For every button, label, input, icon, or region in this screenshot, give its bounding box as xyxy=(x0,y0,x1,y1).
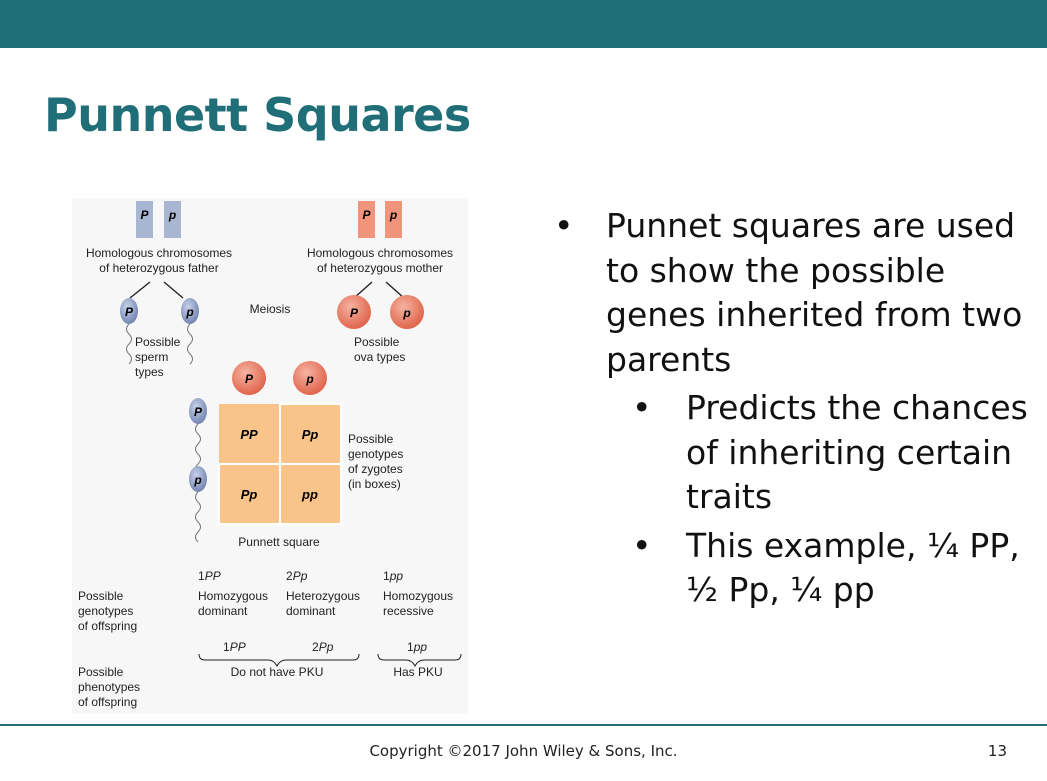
has-pku-label: Has PKU xyxy=(393,665,442,679)
genotype-col-2-ratio: 2Pp xyxy=(286,569,308,583)
father-label-2: of heterozygous father xyxy=(99,261,218,275)
pheno-count-1: 1PP xyxy=(223,640,246,654)
bullet-dot-icon: • xyxy=(632,525,652,565)
top-banner xyxy=(0,0,1047,48)
father-label-1: Homologous chromosomes xyxy=(86,246,232,260)
has-pku-brace xyxy=(377,653,462,668)
grid-sperm-2: p xyxy=(189,466,207,543)
page-number: 13 xyxy=(987,742,1007,760)
sperm-label-1: Possible xyxy=(135,335,181,349)
punnett-square-figure: P p Homologous chromosomes of heterozygo… xyxy=(72,198,468,714)
zygote-label-3: of zygotes xyxy=(348,462,403,476)
phenotypes-row-label-1: Possible xyxy=(78,665,124,679)
cell-genotype-4: pp xyxy=(301,487,318,502)
bullet-dot-icon: • xyxy=(632,388,652,427)
mother-label-1: Homologous chromosomes xyxy=(307,246,453,260)
cell-genotype-2: Pp xyxy=(302,427,319,442)
sub-bullet-item-2: • This example, ¼ PP, ½ Pp, ¼ pp xyxy=(550,524,1030,613)
no-pku-brace xyxy=(198,653,360,668)
genotype-col-3-line2: recessive xyxy=(383,604,434,618)
mother-label-2: of heterozygous mother xyxy=(317,261,443,275)
genotypes-row-label-1: Possible xyxy=(78,589,124,603)
meiosis-label: Meiosis xyxy=(250,302,291,316)
zygote-label-4: (in boxes) xyxy=(348,477,401,491)
punnett-square-label: Punnett square xyxy=(238,535,320,549)
sperm-label-2: sperm xyxy=(135,350,168,364)
genotype-col-1-ratio: 1PP xyxy=(198,569,221,583)
punnett-cell-1 xyxy=(219,404,280,464)
meiosis-branch-lines xyxy=(129,281,405,299)
genotype-col-2-line1: Heterozygous xyxy=(286,589,360,603)
cell-genotype-1: PP xyxy=(240,427,258,442)
father-chromosome-1 xyxy=(136,201,153,238)
zygote-label-2: genotypes xyxy=(348,447,403,461)
slide-title: Punnett Squares xyxy=(44,88,471,142)
pheno-count-2: 2Pp xyxy=(312,640,334,654)
copyright-text: Copyright ©2017 John Wiley & Sons, Inc. xyxy=(369,742,678,760)
father-allele-1: P xyxy=(140,208,149,222)
genotype-col-2-line2: dominant xyxy=(286,604,336,618)
bullet-text-3: This example, ¼ PP, ½ Pp, ¼ pp xyxy=(686,525,1020,610)
sperm-type-1: P xyxy=(120,298,138,365)
grid-ova-allele-1: P xyxy=(245,372,254,386)
sub-bullet-item-1: • Predicts the chances of inheriting cer… xyxy=(550,386,1030,520)
mother-allele-2: p xyxy=(389,208,397,222)
ova-allele-1: P xyxy=(350,306,359,320)
mother-chromosome-2 xyxy=(385,201,402,238)
mother-allele-1: P xyxy=(362,208,371,222)
phenotypes-row-label-2: phenotypes xyxy=(78,680,140,694)
figure-svg: P p Homologous chromosomes of heterozygo… xyxy=(78,201,462,709)
ova-label-1: Possible xyxy=(354,335,400,349)
ova-label-2: ova types xyxy=(354,350,405,364)
sperm-allele-2: p xyxy=(185,305,193,319)
cell-genotype-3: Pp xyxy=(241,487,258,502)
bullet-text-1: Punnet squares are used to show the poss… xyxy=(606,206,1023,379)
punnett-grid: PP Pp Pp pp xyxy=(218,403,342,525)
ova-allele-2: p xyxy=(402,306,410,320)
sperm-type-2: p xyxy=(181,298,199,365)
bullet-text-2: Predicts the chances of inheriting certa… xyxy=(686,388,1028,516)
genotype-col-1-line2: dominant xyxy=(198,604,248,618)
ovum-type-2: p xyxy=(390,295,424,329)
grid-ova-allele-2: p xyxy=(305,372,313,386)
pheno-count-3: 1pp xyxy=(407,640,427,654)
sperm-label-3: types xyxy=(135,365,164,379)
grid-sperm-1: P xyxy=(189,398,207,475)
sperm-allele-1: P xyxy=(125,305,134,319)
genotypes-row-label-3: of offspring xyxy=(78,619,137,633)
no-pku-label: Do not have PKU xyxy=(231,665,324,679)
grid-sperm-allele-1: P xyxy=(194,405,203,419)
grid-ovum-1: P xyxy=(232,361,266,395)
footer-divider xyxy=(0,724,1047,726)
bullet-dot-icon: • xyxy=(554,206,574,245)
genotype-col-3-ratio: 1pp xyxy=(383,569,403,583)
bullet-list: • Punnet squares are used to show the po… xyxy=(550,204,1030,613)
father-allele-2: p xyxy=(168,208,176,222)
phenotypes-row-label-3: of offspring xyxy=(78,695,137,709)
zygote-label-1: Possible xyxy=(348,432,394,446)
genotypes-row-label-2: genotypes xyxy=(78,604,133,618)
grid-ovum-2: p xyxy=(293,361,327,395)
father-chromosome-2 xyxy=(164,201,181,238)
genotype-col-1-line1: Homozygous xyxy=(198,589,268,603)
genotype-col-3-line1: Homozygous xyxy=(383,589,453,603)
bullet-item-1: • Punnet squares are used to show the po… xyxy=(550,204,1030,382)
grid-sperm-allele-2: p xyxy=(193,473,201,487)
ovum-type-1: P xyxy=(337,295,371,329)
mother-chromosome-1 xyxy=(358,201,375,238)
